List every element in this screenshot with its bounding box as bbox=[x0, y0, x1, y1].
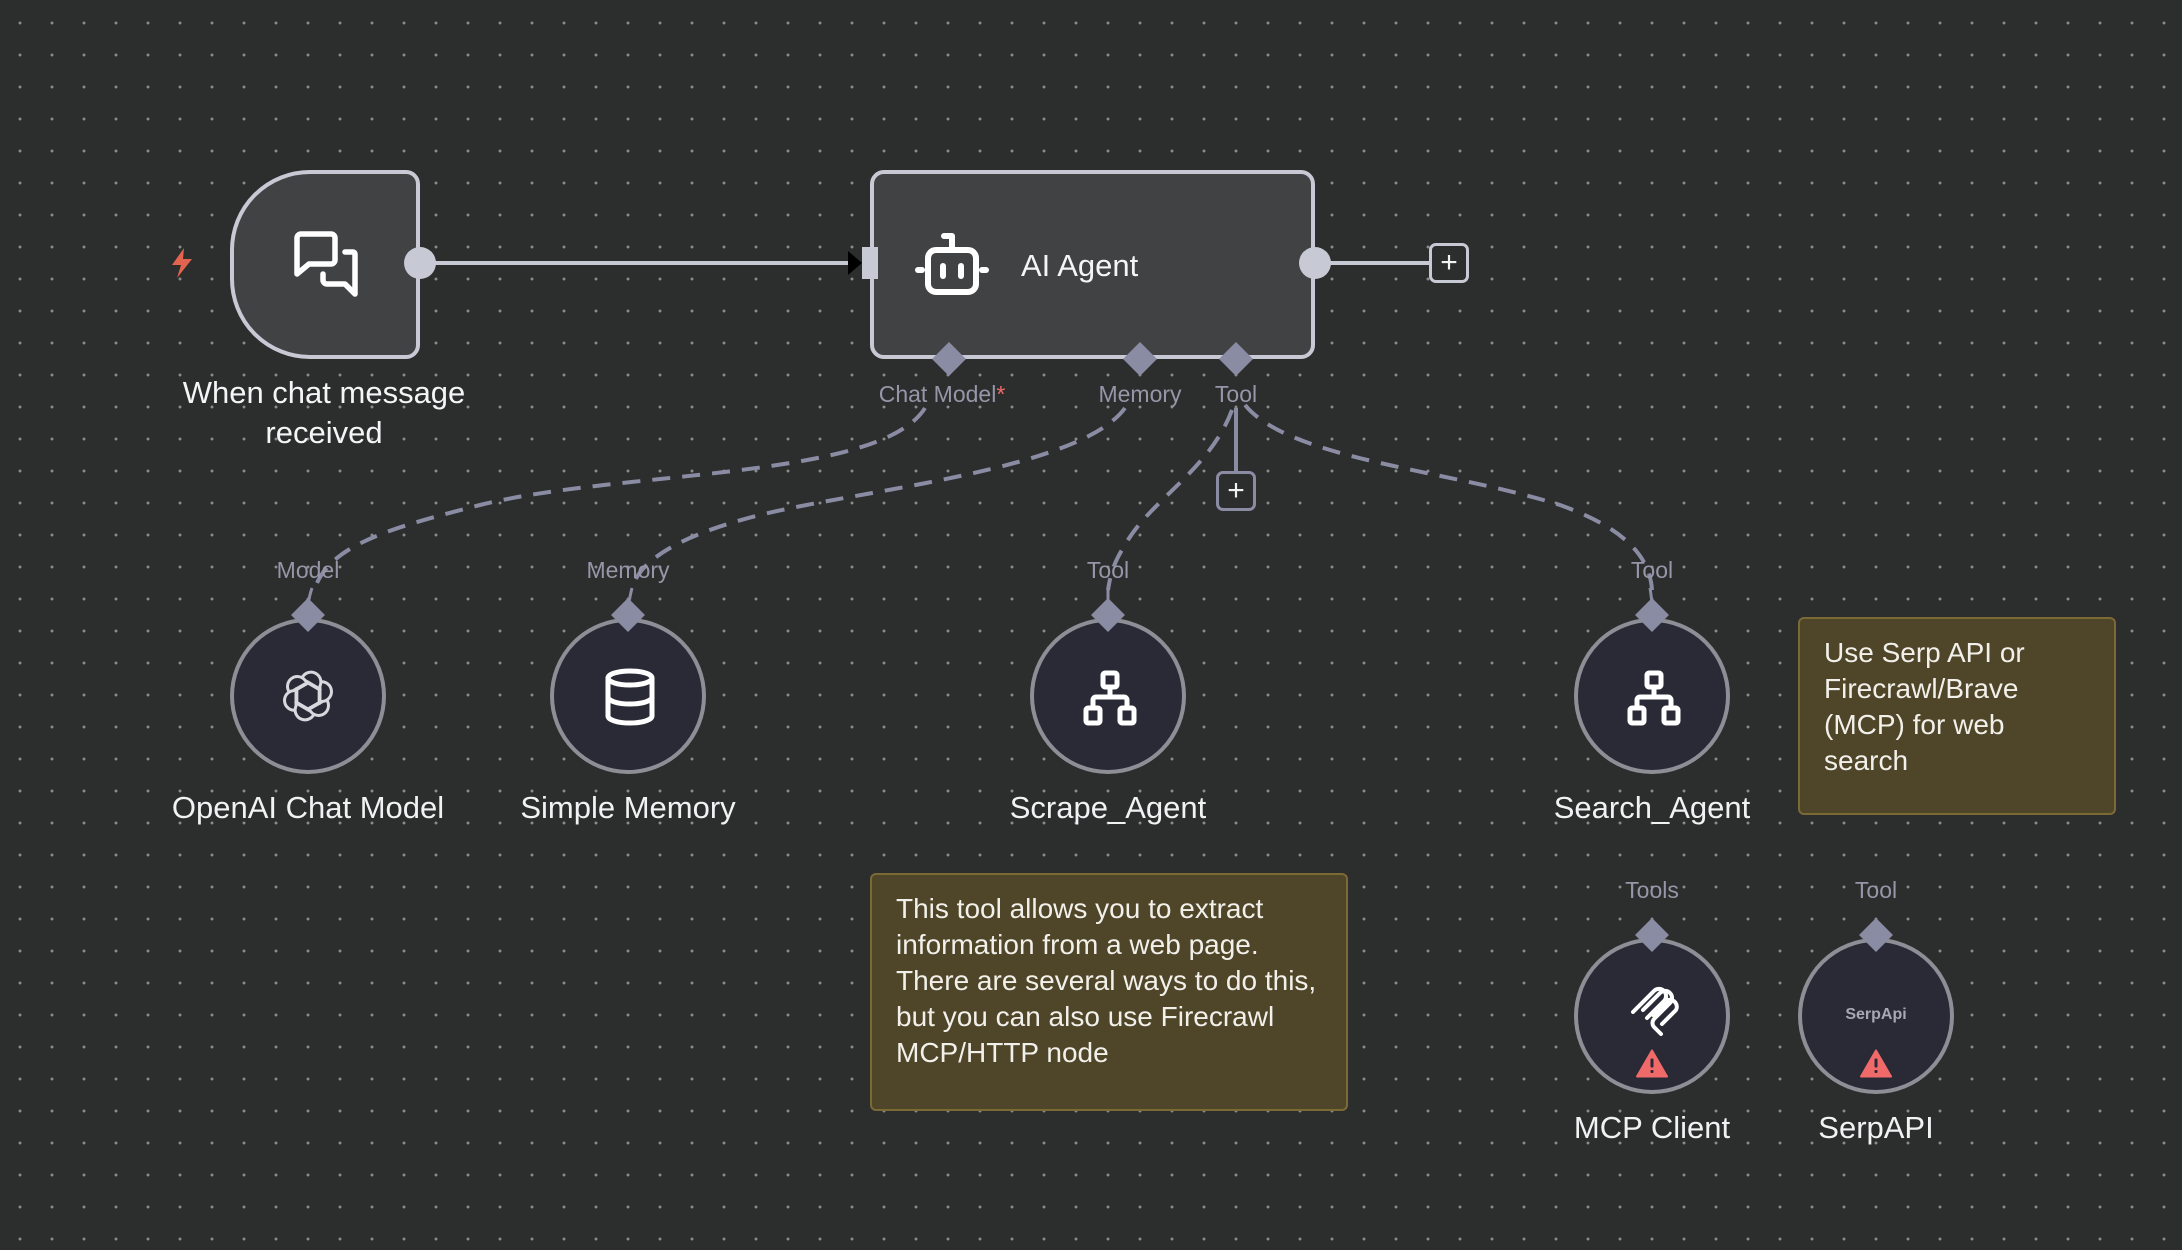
sticky-note-search[interactable]: Use Serp API or Firecrawl/Brave (MCP) fo… bbox=[1798, 617, 2116, 815]
trigger-label-line2: received bbox=[265, 415, 383, 450]
sticky-note-scrape-text: This tool allows you to extract informat… bbox=[896, 893, 1317, 1068]
database-icon bbox=[604, 668, 656, 731]
serpapi-node[interactable]: SerpApi bbox=[1798, 938, 1954, 1094]
edge-memory[interactable] bbox=[630, 406, 1127, 589]
ai-agent-add-next-button[interactable]: + bbox=[1429, 243, 1469, 283]
sitemap-icon bbox=[1626, 670, 1682, 731]
edge-tool-search[interactable] bbox=[1243, 403, 1654, 591]
trigger-node-chat-message[interactable] bbox=[230, 170, 420, 359]
robot-icon bbox=[914, 228, 990, 309]
mcp-client-node[interactable] bbox=[1574, 938, 1730, 1094]
ai-agent-output-handle[interactable] bbox=[1299, 247, 1331, 279]
trigger-label-line1: When chat message bbox=[182, 375, 466, 410]
port-memory-label: Memory bbox=[1098, 381, 1182, 407]
sitemap-icon bbox=[1082, 670, 1138, 731]
sticky-note-scrape[interactable]: This tool allows you to extract informat… bbox=[870, 873, 1348, 1111]
serpapi-node-name: SerpAPI bbox=[1818, 1110, 1934, 1145]
scrape-agent-node-name: Scrape_Agent bbox=[1009, 790, 1207, 825]
edge-arrowhead bbox=[848, 251, 862, 275]
trigger-node-label: When chat message received bbox=[183, 373, 466, 453]
search-agent-port-label: Tool bbox=[1630, 557, 1674, 583]
plus-icon: + bbox=[1440, 246, 1458, 279]
openai-chat-model-node[interactable] bbox=[230, 618, 386, 774]
simple-memory-node[interactable] bbox=[550, 618, 706, 774]
simple-memory-node-name: Simple Memory bbox=[520, 790, 736, 825]
scrape-agent-port-label: Tool bbox=[1086, 557, 1130, 583]
openai-logo-icon bbox=[281, 669, 335, 728]
scrape-agent-node[interactable] bbox=[1030, 618, 1186, 774]
chat-bubbles-icon bbox=[289, 226, 369, 311]
trigger-bolt-icon bbox=[166, 246, 198, 285]
trigger-output-handle[interactable] bbox=[404, 247, 436, 279]
search-agent-node[interactable] bbox=[1574, 618, 1730, 774]
port-chat-model-label: Chat Model* bbox=[879, 381, 1006, 408]
search-agent-node-name: Search_Agent bbox=[1553, 790, 1751, 825]
edge-chat-model[interactable] bbox=[313, 406, 927, 589]
openai-node-name: OpenAI Chat Model bbox=[171, 790, 445, 825]
mcp-client-port-label: Tools bbox=[1625, 877, 1679, 903]
sticky-note-search-text: Use Serp API or Firecrawl/Brave (MCP) fo… bbox=[1824, 637, 2025, 776]
serpapi-logo-icon: SerpApi bbox=[1845, 1006, 1907, 1023]
plus-icon: + bbox=[1227, 474, 1245, 507]
mcp-client-node-name: MCP Client bbox=[1573, 1110, 1731, 1145]
port-tool-label: Tool bbox=[1214, 381, 1258, 407]
ai-agent-node[interactable]: AI Agent bbox=[870, 170, 1315, 359]
port-chat-model-text: Chat Model bbox=[878, 381, 997, 407]
memory-port-label: Memory bbox=[586, 557, 670, 583]
ai-agent-title: AI Agent bbox=[1021, 248, 1139, 283]
ai-agent-input-handle[interactable] bbox=[862, 247, 878, 279]
edge-tool-scrape[interactable] bbox=[1106, 409, 1234, 591]
warning-icon bbox=[1636, 1049, 1668, 1083]
add-tool-button[interactable]: + bbox=[1216, 471, 1256, 511]
warning-icon bbox=[1860, 1049, 1892, 1083]
serpapi-port-label: Tool bbox=[1854, 877, 1898, 903]
openai-port-label: Model bbox=[276, 557, 340, 583]
required-asterisk: * bbox=[996, 381, 1006, 407]
mcp-logo-icon bbox=[1630, 982, 1682, 1043]
